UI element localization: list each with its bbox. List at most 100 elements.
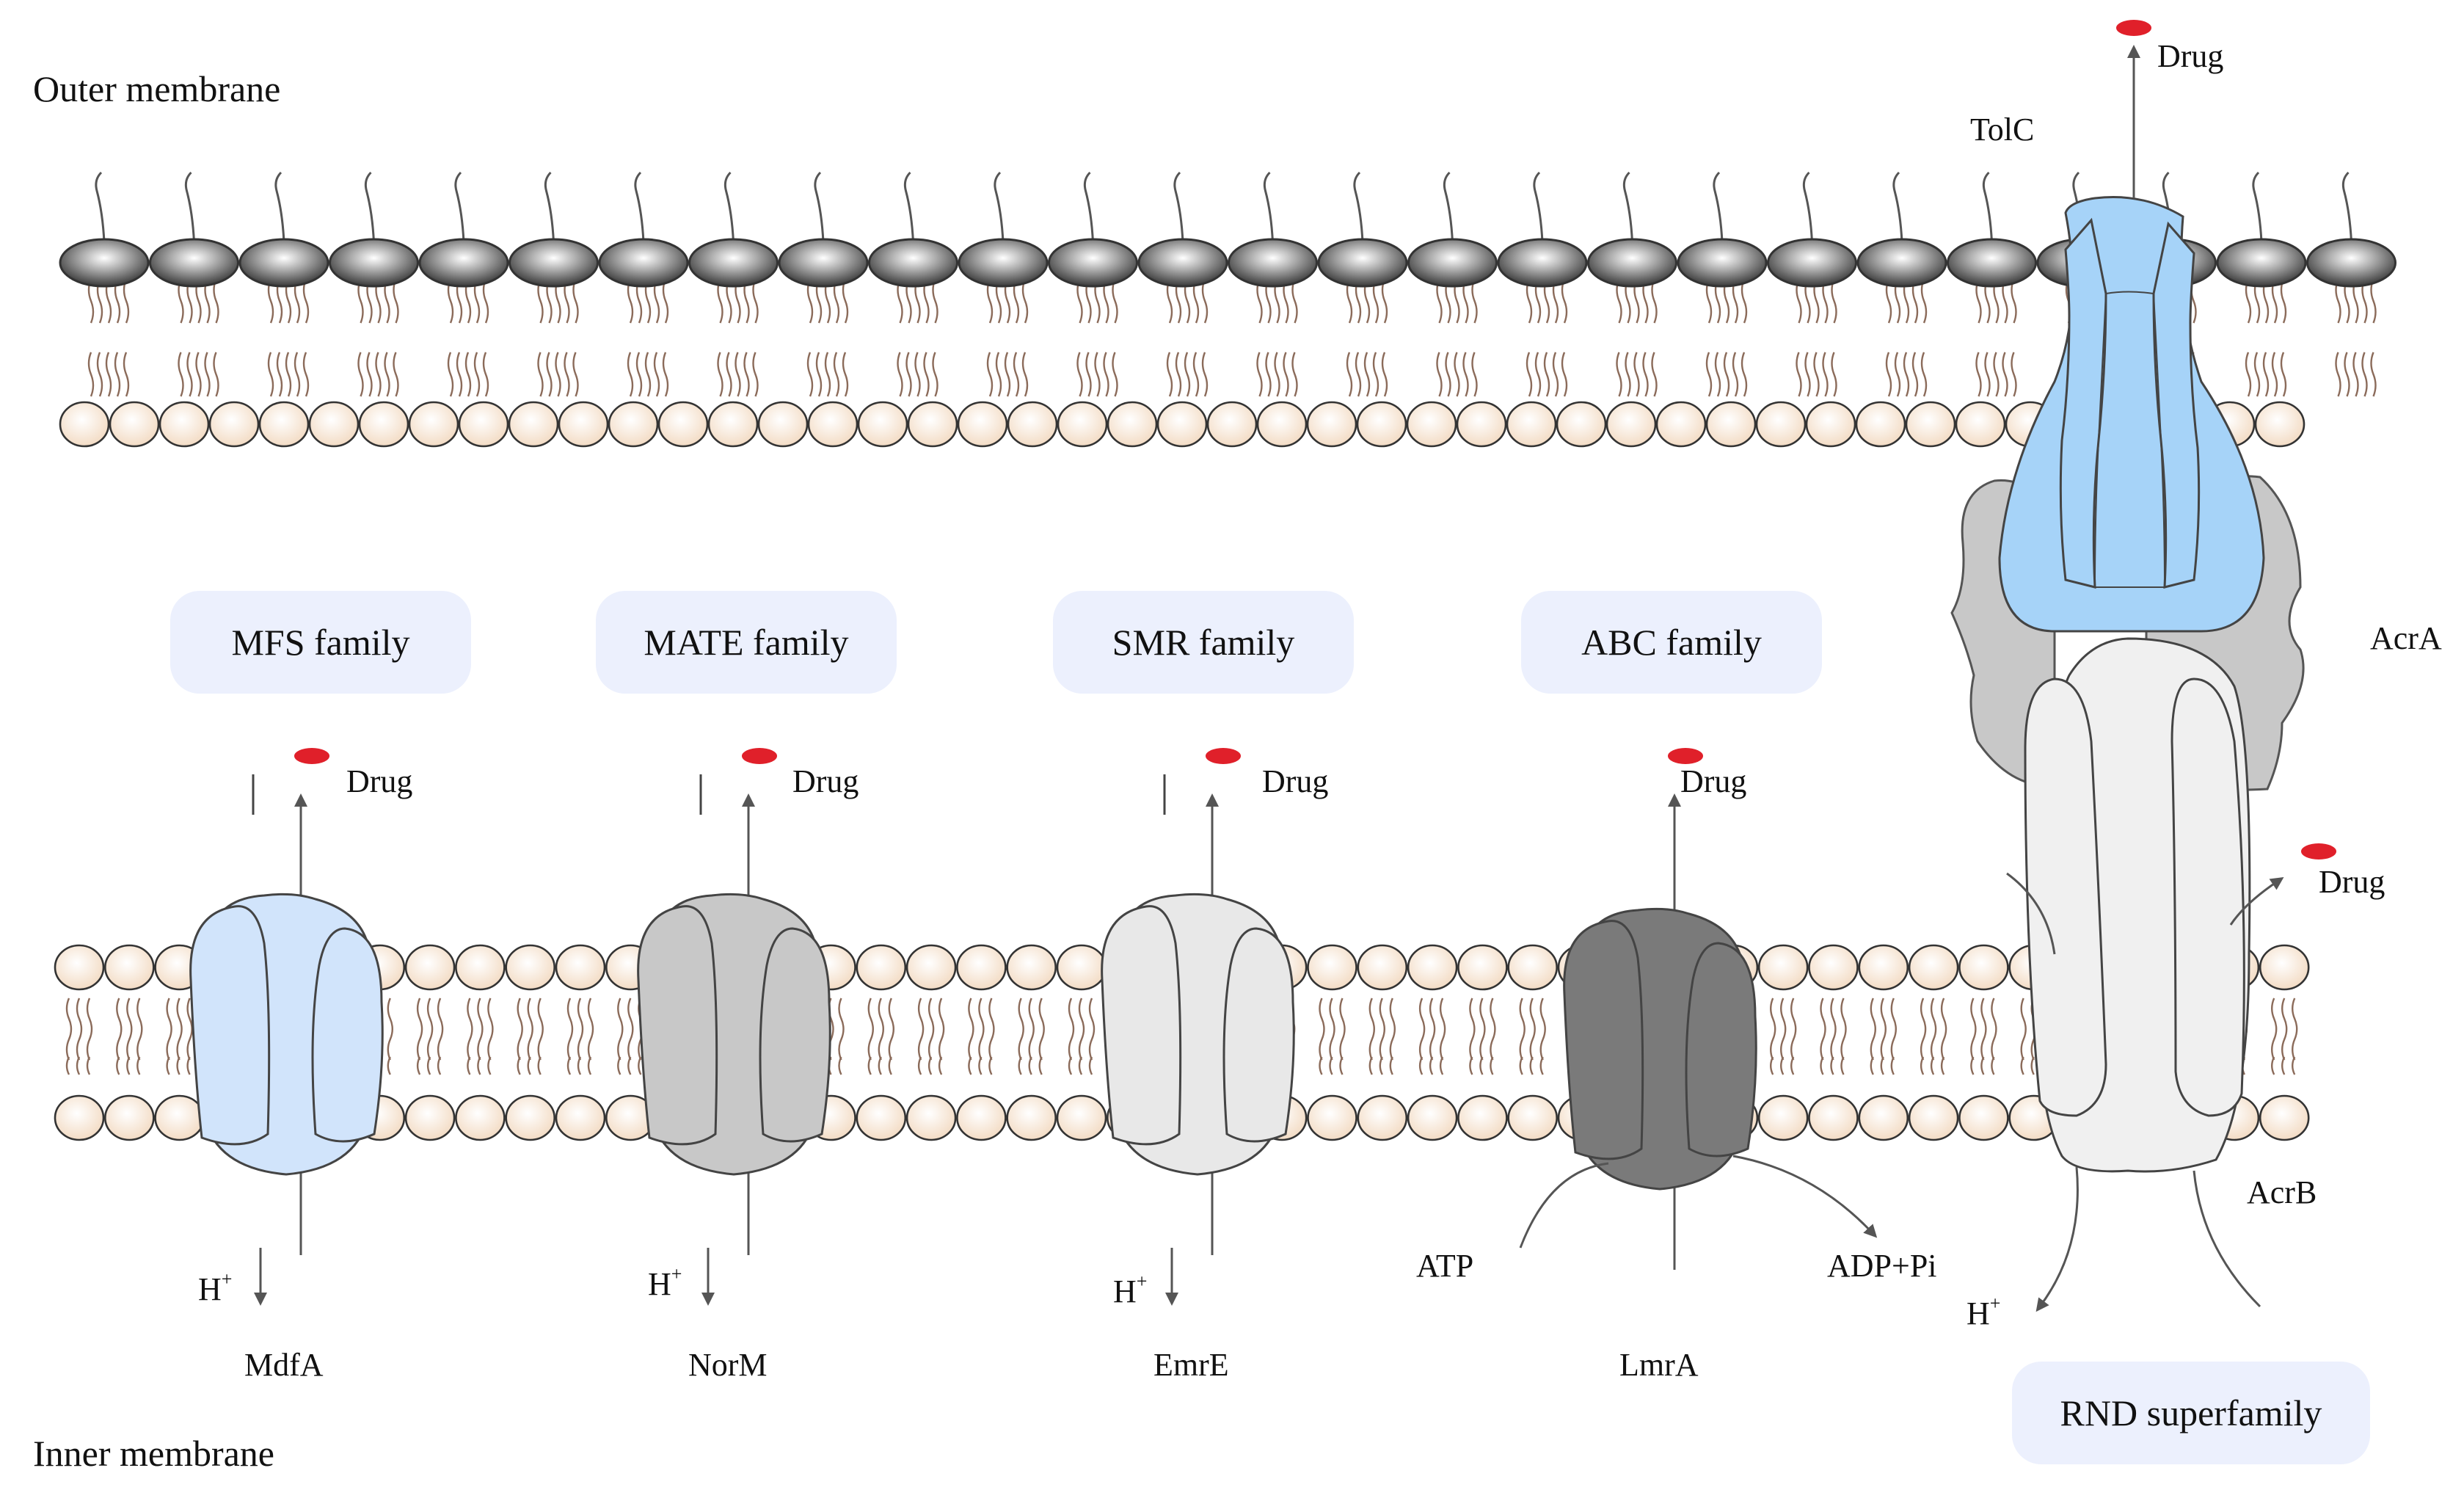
inner-lipid-tail <box>1418 997 1426 1075</box>
inner-lipid-tail <box>126 997 133 1075</box>
outer-lipid-stalk <box>1533 171 1544 243</box>
outer-lipid-bead <box>1206 401 1258 448</box>
outer-lipid-tail <box>1436 278 1443 397</box>
outer-lipid-bead <box>1356 401 1407 448</box>
outer-lipid-bead <box>1007 401 1058 448</box>
emre-transporter <box>1101 748 1295 1306</box>
norm-name-label: NorM <box>688 1347 768 1383</box>
inner-lipid-bead <box>1858 944 1909 991</box>
outer-lipid-tail <box>537 278 544 397</box>
emre-proton-label: H+ <box>1113 1271 1148 1309</box>
abc-family-badge: ABC family <box>1521 591 1822 694</box>
inner-lipid-bead <box>1307 944 1357 991</box>
inner-lipid-bead <box>1457 944 1508 991</box>
drug-molecule-icon <box>742 748 777 764</box>
inner-lipid-tail <box>1780 997 1787 1075</box>
outer-lipid-tail <box>1103 278 1109 397</box>
outer-lipid-tail <box>1543 278 1550 397</box>
outer-lipid-tail <box>178 278 184 397</box>
inner-lipid-bead <box>1006 944 1057 991</box>
outer-lipid-tail <box>2011 278 2017 397</box>
outer-lipid-tail <box>96 278 103 397</box>
outer-lipid-head <box>1677 238 1768 288</box>
outer-lipid-tail <box>186 278 193 397</box>
outer-lipid-tail <box>464 278 472 397</box>
outer-lipid-tail <box>842 278 849 397</box>
lmra-right-lobe <box>1685 942 1757 1158</box>
outer-lipid-tail <box>1993 278 2000 397</box>
outer-lipid-stalk <box>1173 171 1184 243</box>
acrb-drug-label: Drug <box>2319 864 2385 900</box>
outer-lipid-tail <box>294 278 301 397</box>
outer-lipid-tail <box>635 278 643 397</box>
inner-lipid-tail <box>517 997 523 1075</box>
inner-lipid-tail <box>416 997 423 1075</box>
outer-lipid-tail <box>743 278 750 397</box>
outer-lipid-bead <box>1705 401 1757 448</box>
inner-lipid-tail <box>1368 997 1375 1075</box>
outer-lipid-tail <box>1346 278 1353 397</box>
inner-lipid-tail <box>1429 997 1436 1075</box>
inner-lipid-tail <box>1830 997 1837 1075</box>
outer-lipid-tail <box>555 278 561 397</box>
outer-lipid-bead <box>358 401 409 448</box>
outer-lipid-tail <box>1471 278 1478 397</box>
inner-lipid-tail <box>1078 997 1085 1075</box>
inner-lipid-tail <box>878 997 884 1075</box>
emre-name-label: EmrE <box>1153 1347 1229 1383</box>
outer-lipid-bead <box>907 401 958 448</box>
emre-right-lobe <box>1222 927 1295 1143</box>
inner-membrane-label: Inner membrane <box>33 1433 275 1474</box>
outer-lipid-bead <box>408 401 459 448</box>
outer-lipid-bead <box>1805 401 1856 448</box>
inner-lipid-bead <box>1407 1094 1458 1141</box>
inner-lipid-tail <box>1379 997 1385 1075</box>
outer-lipid-head <box>509 238 599 288</box>
inner-lipid-bead <box>856 944 907 991</box>
inner-lipid-bead <box>1958 1094 2009 1141</box>
outer-lipid-tail <box>1004 278 1011 397</box>
outer-lipid-tail <box>1526 278 1533 397</box>
outer-lipid-head <box>868 238 958 288</box>
inner-lipid-bead <box>1858 1094 1909 1141</box>
outer-lipid-tail <box>1741 278 1748 397</box>
inner-lipid-bead <box>1357 1094 1408 1141</box>
inner-lipid-bead <box>555 944 606 991</box>
outer-lipid-bead <box>1655 401 1707 448</box>
inner-lipid-tail <box>1539 997 1546 1075</box>
outer-lipid-tail <box>123 278 130 397</box>
outer-lipid-tail <box>653 278 660 397</box>
outer-lipid-stalk <box>634 171 645 243</box>
inner-lipid-tail <box>1490 997 1496 1075</box>
emre-left-lobe <box>1101 905 1182 1146</box>
inner-lipid-tail <box>1088 997 1096 1075</box>
inner-lipid-tail <box>76 997 83 1075</box>
outer-lipid-bead <box>308 401 360 448</box>
inner-lipid-tail <box>1028 997 1035 1075</box>
outer-lipid-tail <box>1651 278 1658 397</box>
inner-lipid-bead <box>1407 944 1458 991</box>
outer-lipid-head <box>238 238 329 288</box>
outer-lipid-tail <box>986 278 994 397</box>
inner-lipid-bead <box>956 1094 1007 1141</box>
outer-lipid-stalk <box>454 171 465 243</box>
outer-lipid-bead <box>1556 401 1607 448</box>
emre-drug-label: Drug <box>1262 763 1329 799</box>
outer-lipid-tail <box>1184 278 1191 397</box>
inner-lipid-bead <box>104 1094 155 1141</box>
outer-lipid-head <box>1317 238 1408 288</box>
outer-lipid-tail <box>1616 278 1622 397</box>
outer-lipid-tail <box>1166 278 1173 397</box>
inner-lipid-bead <box>1507 944 1558 991</box>
outer-lipid-tail <box>105 278 112 397</box>
outer-lipid-bead <box>1905 401 1956 448</box>
outer-lipid-tail <box>1796 278 1802 397</box>
outer-lipid-bead <box>657 401 709 448</box>
outer-lipid-tail <box>905 278 912 397</box>
mate-family-badge: MATE family <box>596 591 897 694</box>
inner-lipid-tail <box>2281 997 2288 1075</box>
outer-lipid-tail <box>366 278 373 397</box>
inner-lipid-tail <box>1880 997 1887 1075</box>
outer-lipid-tail <box>1372 278 1379 397</box>
inner-lipid-tail <box>938 997 945 1075</box>
